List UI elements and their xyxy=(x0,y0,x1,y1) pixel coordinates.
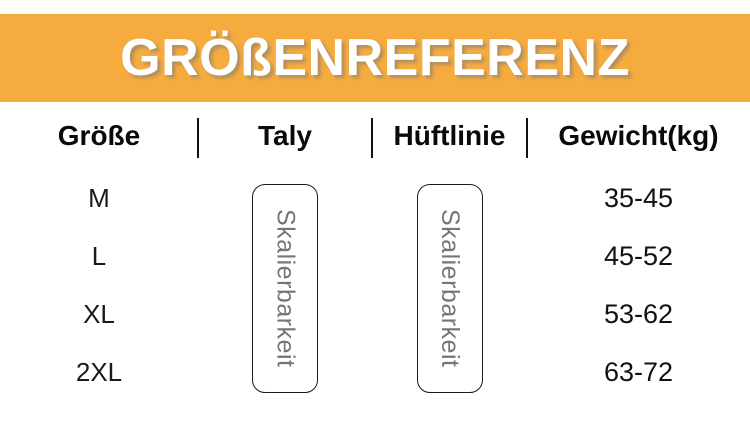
hueftlinie-box-label: Skalierbarkeit xyxy=(436,209,464,368)
weight-cell: 45-52 xyxy=(603,240,674,271)
header-cell-gewicht: Gewicht(kg) xyxy=(558,119,719,151)
header-cell-groesse: Größe xyxy=(57,119,141,151)
hueftlinie-column: Skalierbarkeit xyxy=(372,169,527,434)
title-banner: GRÖßENREFERENZ xyxy=(0,14,750,102)
taly-column: Skalierbarkeit xyxy=(198,169,372,434)
size-cell: L xyxy=(91,240,107,271)
column-divider xyxy=(526,118,528,158)
taly-box-label: Skalierbarkeit xyxy=(271,209,300,368)
hueftlinie-scalability-box: Skalierbarkeit xyxy=(416,184,483,393)
taly-scalability-box: Skalierbarkeit xyxy=(252,184,318,393)
size-cell: 2XL xyxy=(75,356,123,387)
table-header-row: Größe Taly Hüftlinie Gewicht(kg) xyxy=(0,102,750,169)
size-cell: XL xyxy=(83,298,115,329)
header-cell-hueftlinie: Hüftlinie xyxy=(393,119,506,151)
header-cell-taly: Taly xyxy=(258,119,312,151)
weight-column: 35-45 45-52 53-62 63-72 xyxy=(527,169,750,434)
weight-cell: 63-72 xyxy=(603,356,674,387)
size-cell: M xyxy=(88,182,110,213)
page-title: GRÖßENREFERENZ xyxy=(120,29,630,87)
table-body: M L XL 2XL Skalierbarkeit Skalierbarkeit… xyxy=(0,169,750,434)
weight-cell: 53-62 xyxy=(603,298,674,329)
column-divider xyxy=(371,118,373,158)
size-column: M L XL 2XL xyxy=(0,169,198,434)
column-divider xyxy=(197,118,199,158)
weight-cell: 35-45 xyxy=(603,182,674,213)
